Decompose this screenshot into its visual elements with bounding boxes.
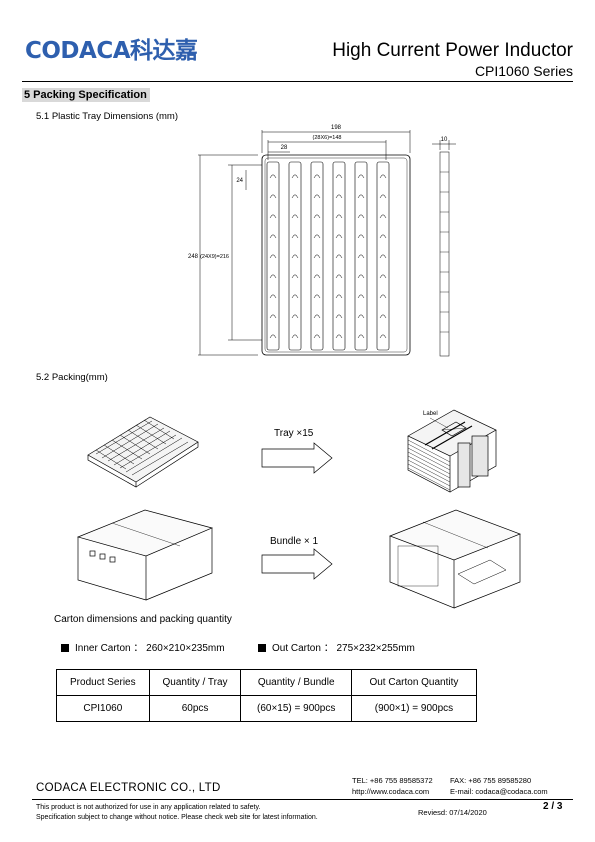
bullet-square-icon: [258, 644, 266, 652]
carton-caption: Carton dimensions and packing quantity: [54, 614, 232, 625]
overall-height-dim: 248: [188, 254, 199, 260]
inner-carton-dims: 260×210×235mm: [146, 643, 225, 654]
packing-heading: 5.2 Packing(mm): [36, 372, 108, 383]
table-row: CPI1060 60pcs (60×15) = 900pcs (900×1) =…: [56, 695, 478, 722]
packing-quantity-table: Product Series Quantity / Tray Quantity …: [56, 669, 478, 722]
page-number: 2 / 3: [543, 801, 563, 812]
table-cell: (60×15) = 900pcs: [240, 695, 352, 722]
arrow-to-bundle: [261, 442, 333, 474]
footer-email-link[interactable]: E-mail: codaca@codaca.com: [450, 787, 548, 796]
thickness-dim: 10: [441, 137, 448, 143]
bundle-quantity-step: Bundle × 1: [270, 536, 319, 547]
revision-date: Reviesd: 07/14/2020: [418, 808, 487, 817]
header-cell: Out Carton Quantity: [350, 669, 478, 696]
outer-carton-spec: Out Carton ： 275×232×255mm: [258, 639, 415, 654]
pitch-y-dim: (24X9)=216: [200, 254, 229, 260]
table-header-row: Product Series Quantity / Tray Quantity …: [56, 669, 478, 696]
tray-dimensions-heading: 5.1 Plastic Tray Dimensions (mm): [36, 111, 179, 122]
footer-website-link[interactable]: http://www.codaca.com: [352, 787, 430, 796]
section-heading: 5 Packing Specification: [22, 88, 150, 102]
footer-divider: [32, 799, 573, 800]
footer-company-name: CODACA ELECTRONIC CO., LTD: [36, 782, 221, 794]
bundle-illustration: [407, 409, 497, 493]
table-cell: 60pcs: [148, 695, 242, 722]
series-name: CPI1060 Series: [474, 63, 573, 79]
bullet-square-icon: [61, 644, 69, 652]
tray-quantity-step: Tray ×15: [274, 428, 314, 439]
header-cell: Quantity / Tray: [148, 669, 242, 696]
pitch-x-dim: (28X6)=148: [313, 135, 342, 141]
inner-carton-illustration: [76, 509, 214, 601]
tray-outline: [261, 154, 411, 356]
table-cell: (900×1) = 900pcs: [350, 695, 478, 722]
single-tray-illustration: [87, 416, 199, 488]
outer-carton-illustration: [389, 509, 521, 609]
outer-carton-label: Out Carton ：: [272, 643, 334, 654]
overall-width-dim: 198: [331, 125, 342, 131]
footer-change-note: Specification subject to change without …: [36, 814, 318, 821]
document-title: High Current Power Inductor: [332, 40, 573, 61]
header-divider: [22, 81, 573, 82]
header-cell: Quantity / Bundle: [240, 669, 352, 696]
inner-carton-label: Inner Carton ：: [75, 643, 144, 654]
outer-carton-dims: 275×232×255mm: [336, 643, 415, 654]
bundle-label-callout: Label: [423, 411, 438, 417]
table-cell: CPI1060: [56, 695, 150, 722]
pocket-width-dim: 28: [281, 145, 288, 151]
arrow-to-carton: [261, 548, 333, 580]
tray-pocket-columns: [266, 161, 390, 351]
footer-fax: FAX: +86 755 89585280: [450, 776, 532, 785]
footer-tel: TEL: +86 755 89585372: [352, 776, 433, 785]
company-logo: CODACA科达嘉: [25, 38, 198, 64]
pocket-height-dim: 24: [236, 178, 243, 184]
footer-safety-note: This product is not authorized for use i…: [36, 804, 261, 811]
inner-carton-spec: Inner Carton ： 260×210×235mm: [61, 639, 225, 654]
header-cell: Product Series: [56, 669, 150, 696]
